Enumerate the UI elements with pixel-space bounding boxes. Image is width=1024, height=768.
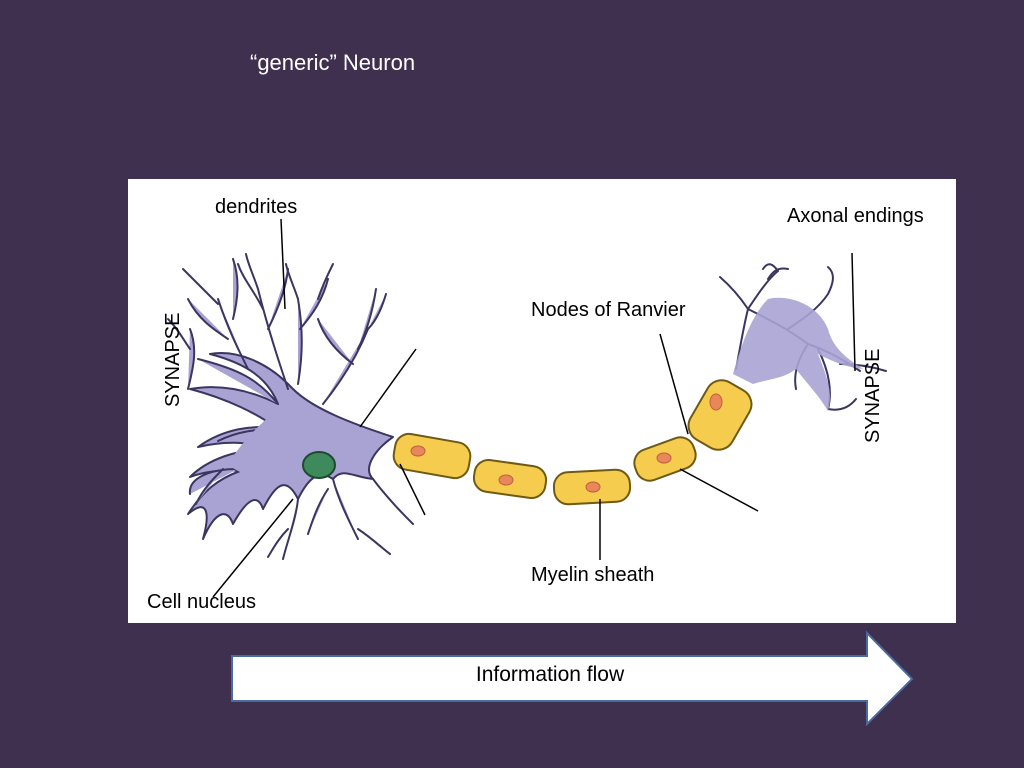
- label-axonal-endings: Axonal endings: [787, 205, 924, 227]
- axonal-endings-fill: [733, 297, 863, 411]
- neuron-diagram-panel: dendrites Axonal endings Nodes of Ranvie…: [128, 179, 956, 623]
- label-pointer-lines: [212, 218, 856, 598]
- label-cell-nucleus: Cell nucleus: [147, 591, 256, 613]
- neuron-illustration: [167, 218, 887, 598]
- label-dendrites: dendrites: [215, 196, 298, 218]
- myelin-sheath-segments: [392, 379, 753, 506]
- myelin-nuclei: [410, 393, 723, 493]
- cell-nucleus-shape: [302, 451, 336, 479]
- soma-fill: [228, 409, 390, 481]
- information-flow-label: Information flow: [475, 663, 625, 686]
- slide-title: “generic” Neuron: [250, 50, 416, 75]
- label-nodes-of-ranvier: Nodes of Ranvier: [531, 299, 686, 321]
- label-myelin-sheath: Myelin sheath: [531, 564, 655, 586]
